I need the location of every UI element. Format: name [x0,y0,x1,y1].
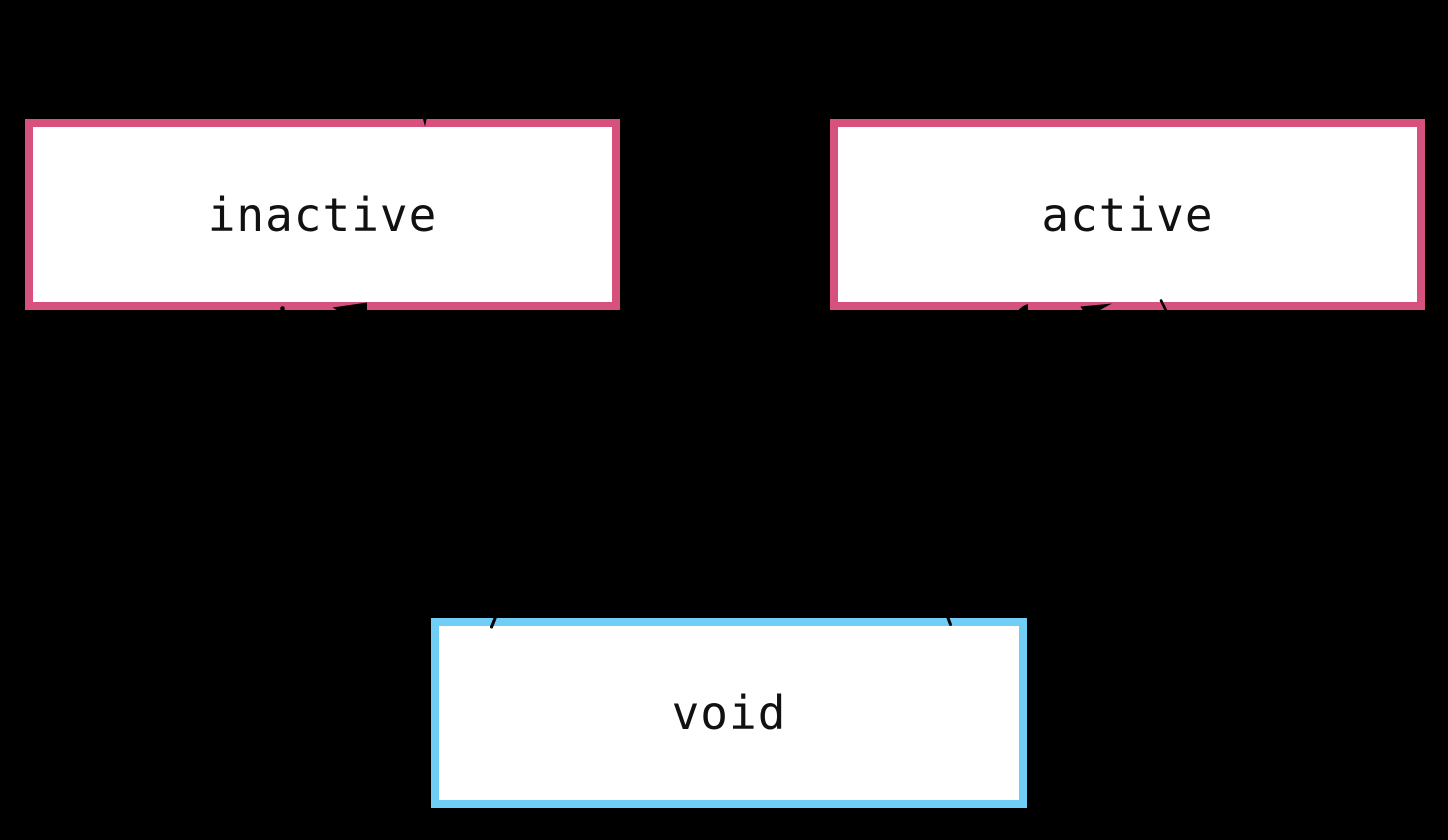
state-node-void: void [431,618,1027,808]
state-node-inactive: inactive [25,119,620,310]
state-label-active: active [1041,187,1214,242]
state-label-void: void [671,686,787,740]
state-label-inactive: inactive [207,187,438,242]
state-node-active: active [830,119,1425,310]
